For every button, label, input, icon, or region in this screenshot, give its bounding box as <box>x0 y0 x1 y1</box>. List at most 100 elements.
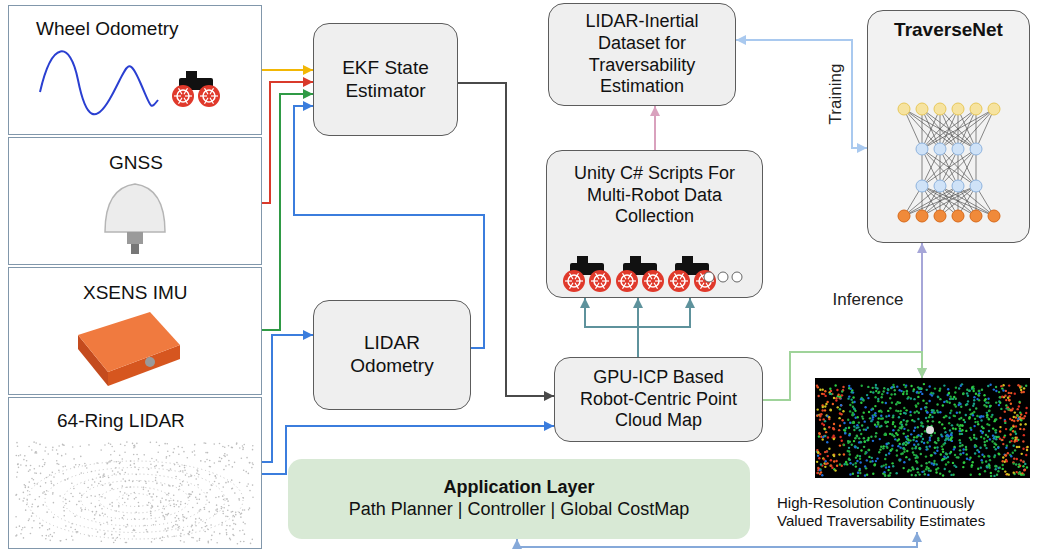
lidar-point <box>138 458 140 460</box>
lidar-point <box>46 477 48 479</box>
lidar-point <box>30 533 32 535</box>
lidar-point <box>191 526 193 528</box>
cloud-point <box>826 401 828 403</box>
cloud-point <box>914 411 916 413</box>
process-box: EKF State Estimator <box>313 23 458 136</box>
lidar-point <box>157 471 159 473</box>
lidar-point <box>112 470 114 472</box>
lidar-point <box>173 448 175 450</box>
cloud-point <box>981 454 983 456</box>
lidar-point <box>122 478 124 480</box>
lidar-point <box>101 540 103 542</box>
lidar-point <box>100 481 102 483</box>
lidar-point <box>214 462 216 464</box>
lidar-point <box>210 524 212 526</box>
cloud-point <box>1013 420 1015 422</box>
robot-top <box>630 256 641 264</box>
lidar-point <box>58 464 60 466</box>
cloud-point <box>917 426 919 428</box>
lidar-point <box>239 447 241 449</box>
cloud-point <box>877 400 879 402</box>
lidar-point <box>71 482 73 484</box>
robot-spoke <box>205 88 209 94</box>
cloud-point <box>895 409 897 411</box>
lidar-point <box>214 475 216 477</box>
lidar-point <box>240 541 242 543</box>
lidar-point <box>70 493 72 495</box>
lidar-point <box>180 504 182 506</box>
cloud-point <box>818 435 820 437</box>
lidar-point <box>108 477 110 479</box>
cloud-point <box>906 450 908 452</box>
cloud-point <box>903 451 905 453</box>
cloud-point <box>1002 443 1004 445</box>
cloud-point <box>871 457 873 459</box>
cloud-point <box>835 397 837 399</box>
lidar-point <box>49 528 51 530</box>
lidar-point <box>92 511 94 513</box>
cloud-point <box>867 397 869 399</box>
lidar-point <box>210 484 212 486</box>
lidar-point <box>143 454 145 456</box>
cloud-point <box>891 462 893 464</box>
cloud-point <box>819 419 821 421</box>
lidar-point <box>252 496 254 498</box>
cloud-point <box>816 385 818 387</box>
lidar-point <box>73 466 75 468</box>
cloud-point <box>969 408 971 410</box>
lidar-point <box>218 496 220 498</box>
lidar-point <box>148 468 150 470</box>
lidar-point <box>244 523 246 525</box>
lidar-point <box>102 513 104 515</box>
lidar-point <box>200 460 202 462</box>
cloud-point <box>874 423 876 425</box>
lidar-point <box>222 513 224 515</box>
lidar-point <box>86 496 88 498</box>
cloud-point <box>943 416 945 418</box>
lidar-point <box>184 470 186 472</box>
lidar-point <box>144 525 146 527</box>
cloud-point <box>1012 462 1014 464</box>
cloud-point <box>840 404 842 406</box>
lidar-point <box>226 498 228 500</box>
lidar-point <box>49 540 51 542</box>
cloud-point <box>929 439 931 441</box>
lidar-point <box>166 443 168 445</box>
cloud-point <box>819 433 821 435</box>
lidar-point <box>111 446 113 448</box>
connector-line <box>262 94 313 330</box>
lidar-point <box>33 479 35 481</box>
cloud-point <box>932 409 934 411</box>
cloud-point <box>963 461 965 463</box>
lidar-point <box>160 500 162 502</box>
cloud-point <box>884 475 886 477</box>
cloud-point <box>816 415 818 417</box>
cloud-point <box>985 405 987 407</box>
lidar-point <box>39 523 41 525</box>
lidar-point <box>195 478 197 480</box>
cloud-point <box>980 419 982 421</box>
lidar-point <box>204 531 206 533</box>
lidar-point <box>111 505 113 507</box>
cloud-point <box>1018 401 1020 403</box>
lidar-point <box>133 463 135 465</box>
robot-spoke <box>179 98 183 104</box>
lidar-point <box>164 518 166 520</box>
cloud-point <box>824 451 826 453</box>
cloud-point <box>978 390 980 392</box>
cloud-point <box>851 444 853 446</box>
cloud-point <box>857 447 859 449</box>
cloud-point <box>962 393 964 395</box>
lidar-point <box>19 525 21 527</box>
lidar-point <box>177 529 179 531</box>
cloud-point <box>957 456 959 458</box>
lidar-point <box>152 506 154 508</box>
cloud-point <box>913 436 915 438</box>
cloud-point <box>909 439 911 441</box>
sensor-panel: XSENS IMU <box>8 267 262 395</box>
lidar-point <box>155 477 157 479</box>
cloud-point <box>1018 472 1020 474</box>
node-title: TraverseNet <box>894 19 1003 42</box>
cloud-point <box>1019 402 1021 404</box>
cloud-point <box>825 431 827 433</box>
